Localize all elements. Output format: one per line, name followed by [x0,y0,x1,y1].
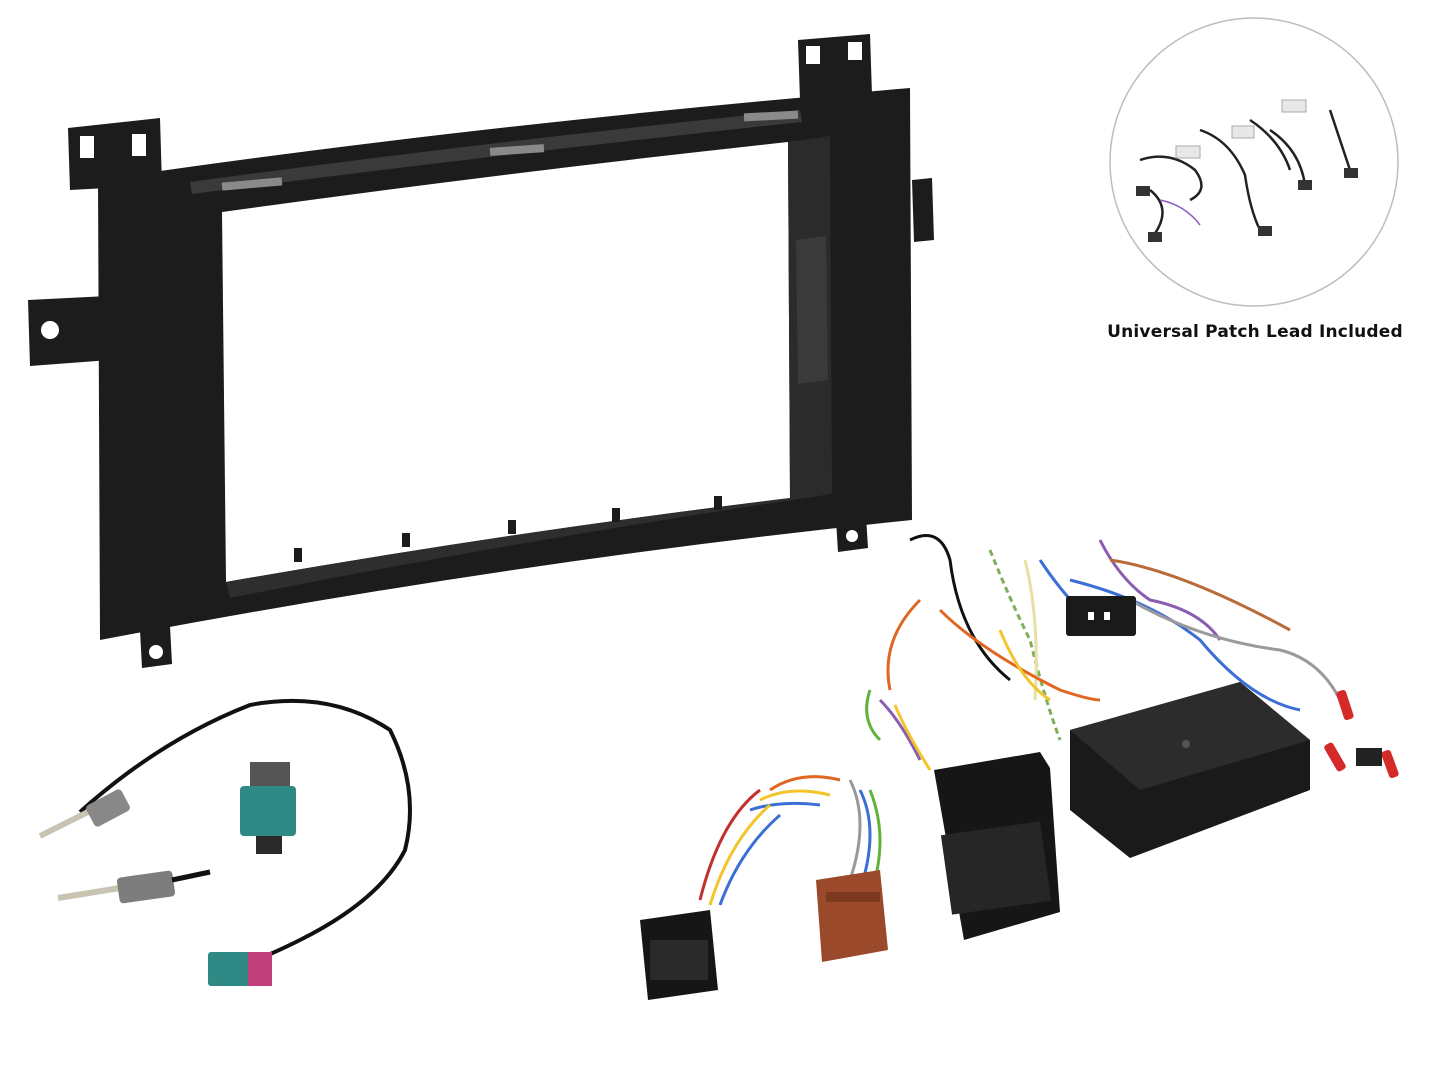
patch-lead-circle [1109,17,1399,307]
double-din-fascia [28,34,934,668]
interface-harness [640,534,1399,1000]
iso-connector-brown [816,870,888,962]
antenna-adapter [38,698,412,986]
patch-lead-caption: Universal Patch Lead Included [1107,322,1403,342]
